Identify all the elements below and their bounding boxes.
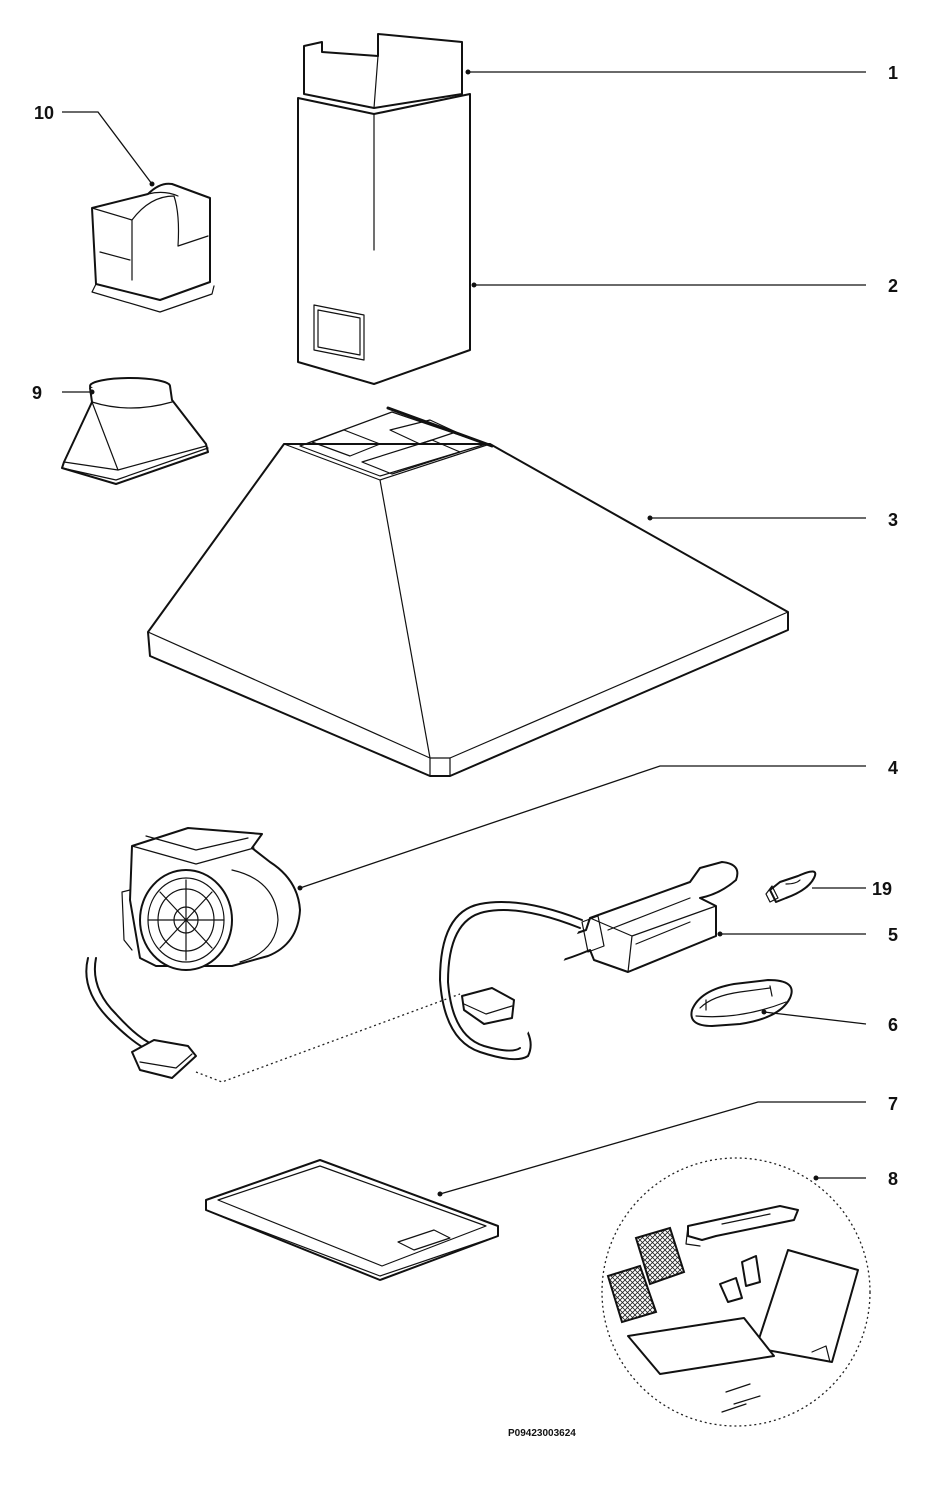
part-3-hood-canopy <box>147 406 789 777</box>
document-number: P09423003624 <box>508 1428 576 1439</box>
callout-1: 1 <box>888 63 898 83</box>
leader-dots <box>89 69 819 1197</box>
callout-10: 10 <box>34 103 54 123</box>
part-19-lamp-bulb <box>765 870 817 903</box>
callout-8: 8 <box>888 1169 898 1189</box>
callout-6: 6 <box>888 1015 898 1035</box>
callout-7: 7 <box>888 1094 898 1114</box>
callout-19: 19 <box>872 879 892 899</box>
leader-lines <box>62 71 867 1195</box>
callout-5: 5 <box>888 925 898 945</box>
part-7-grease-filter <box>205 1159 499 1281</box>
part-9-flange-adaptor <box>61 377 209 485</box>
callout-4: 4 <box>888 758 898 778</box>
part-6-lamp-cover <box>690 979 793 1027</box>
part-2-lower-chimney <box>297 93 471 385</box>
part-8-accessory-kit <box>601 1157 871 1427</box>
part-4-motor-blower <box>85 827 301 1079</box>
connection-dotted-line <box>195 993 461 1083</box>
part-1-upper-chimney <box>303 33 463 109</box>
part-10-air-diverter <box>91 182 215 313</box>
callout-3: 3 <box>888 510 898 530</box>
callout-labels: 1 2 3 4 5 6 7 8 9 10 19 <box>32 63 898 1189</box>
callout-2: 2 <box>888 276 898 296</box>
callout-9: 9 <box>32 383 42 403</box>
part-5-control-unit <box>439 861 739 1061</box>
